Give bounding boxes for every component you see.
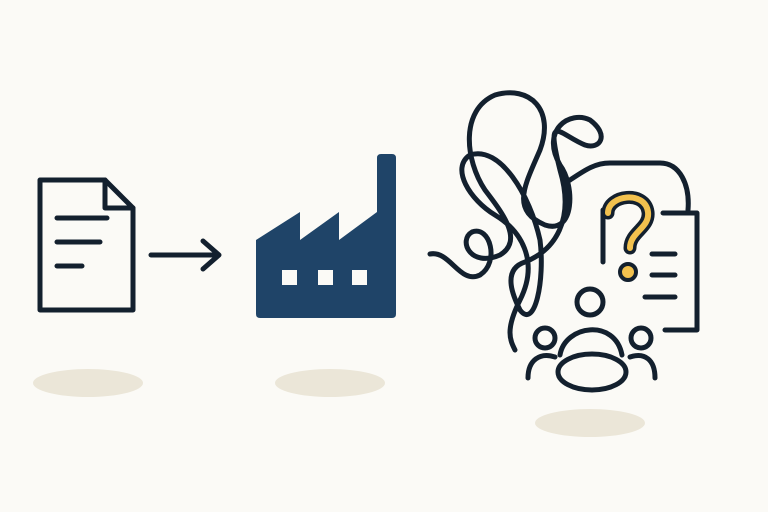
document-shadow xyxy=(33,369,143,397)
document-icon xyxy=(37,177,136,313)
question-document-icon xyxy=(600,190,700,333)
factory-window xyxy=(318,270,333,285)
person-head xyxy=(628,325,654,351)
group-of-people-icon xyxy=(525,286,658,393)
factory-window xyxy=(282,270,297,285)
question-dot xyxy=(618,262,638,282)
factory-window xyxy=(352,270,367,285)
person-head xyxy=(574,286,606,318)
factory-icon xyxy=(256,154,396,318)
factory-shadow xyxy=(275,369,385,397)
table xyxy=(555,351,629,393)
question-mark-icon xyxy=(605,194,652,251)
chaos-shadow xyxy=(535,409,645,437)
arrow-right-icon xyxy=(148,238,222,272)
tangled-line-icon xyxy=(427,90,691,353)
person-head xyxy=(532,325,558,351)
